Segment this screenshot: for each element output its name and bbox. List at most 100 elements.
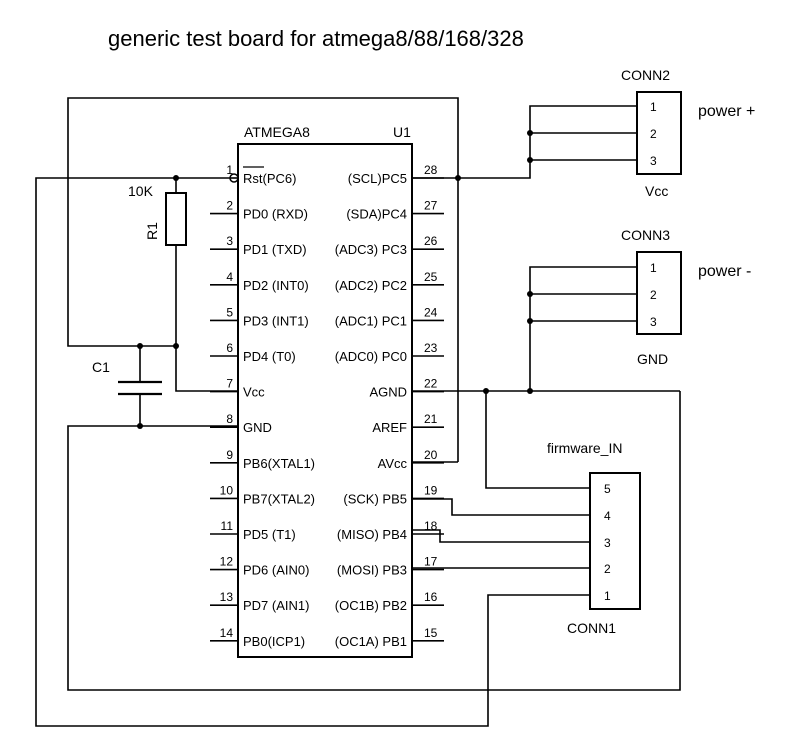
pin-number: 25 xyxy=(424,270,438,284)
pin-label: PB0(ICP1) xyxy=(243,634,305,649)
conn2-pin: 1 xyxy=(650,100,657,114)
pin-number: 6 xyxy=(226,341,233,355)
pin-number: 8 xyxy=(226,412,233,426)
chip-name: ATMEGA8 xyxy=(244,124,310,140)
conn2-ref: CONN2 xyxy=(621,67,670,83)
conn2-body xyxy=(636,91,682,175)
conn3-pin: 1 xyxy=(650,261,657,275)
wire-gnd-loop xyxy=(67,391,681,691)
pin-number: 23 xyxy=(424,341,438,355)
chip-pin-right: 17(MOSI) PB3 xyxy=(337,555,444,578)
pin-label: (ADC3) PC3 xyxy=(335,242,407,257)
pin-label: PB6(XTAL1) xyxy=(243,456,315,471)
chip-ref: U1 xyxy=(393,124,411,140)
capacitor-ref: C1 xyxy=(92,359,110,375)
junction-dot xyxy=(527,318,533,324)
pin-label: (SDA)PC4 xyxy=(346,207,407,222)
conn3-net-label: GND xyxy=(637,351,668,367)
chip-pin-right: 18 (MISO) PB4 xyxy=(337,519,444,542)
conn2-pin: 3 xyxy=(650,154,657,168)
chip-pin-right: 15 (OC1A) PB1 xyxy=(335,626,444,649)
pin-number: 17 xyxy=(424,555,438,569)
pin-number: 9 xyxy=(226,448,233,462)
resistor-value: 10K xyxy=(128,183,154,199)
pin-number: 20 xyxy=(424,448,438,462)
pin-number: 24 xyxy=(424,305,438,319)
pin-number: 14 xyxy=(220,626,234,640)
chip-pin-right: 19(SCK) PB5 xyxy=(343,483,444,506)
conn1-pin: 4 xyxy=(604,509,611,523)
conn3-body xyxy=(636,251,682,335)
pin-number: 19 xyxy=(424,483,438,497)
pin-number: 27 xyxy=(424,199,438,213)
pin-number: 15 xyxy=(424,626,438,640)
pin-label: AVcc xyxy=(378,456,408,471)
junction-dot xyxy=(527,291,533,297)
conn1-ref: CONN1 xyxy=(567,620,616,636)
wire-vcc-conn2 xyxy=(412,105,637,179)
junction-dot xyxy=(527,388,533,394)
pin-label: PD1 (TXD) xyxy=(243,242,307,257)
pin-label: PD6 (AIN0) xyxy=(243,563,309,578)
pin-number: 4 xyxy=(226,270,233,284)
chip-pin-right: 25(ADC2) PC2 xyxy=(335,270,444,293)
junction-dot xyxy=(173,343,179,349)
pin-number: 3 xyxy=(226,234,233,248)
conn1-pin: 3 xyxy=(604,536,611,550)
wire-miso xyxy=(412,529,590,543)
pin-label: PD3 (INT1) xyxy=(243,313,309,328)
diagram-title: generic test board for atmega8/88/168/32… xyxy=(108,26,524,51)
resistor-r1: 10K R1 xyxy=(128,183,187,246)
chip-pin-right: 26 (ADC3) PC3 xyxy=(335,234,444,257)
connector-conn2: CONN2 1 2 3 Vcc power + xyxy=(621,67,755,199)
junction-dot xyxy=(173,175,179,181)
power-minus-label: power - xyxy=(698,263,751,280)
conn1-name: firmware_IN xyxy=(547,440,622,456)
power-plus-label: power + xyxy=(698,103,755,120)
pin-label: (MISO) PB4 xyxy=(337,527,407,542)
junction-dot xyxy=(137,423,143,429)
junction-dot xyxy=(137,343,143,349)
conn2-net-label: Vcc xyxy=(645,183,668,199)
chip-pin-right: 23(ADC0) PC0 xyxy=(335,341,444,364)
chip-body xyxy=(237,143,413,658)
pin-number: 22 xyxy=(424,377,438,391)
junction-dots xyxy=(137,130,533,429)
junction-dot xyxy=(527,130,533,136)
pin-number: 7 xyxy=(226,377,233,391)
pin-label: (SCL)PC5 xyxy=(348,171,407,186)
wire-conn1-5 xyxy=(485,391,590,489)
pin-label: (OC1A) PB1 xyxy=(335,634,407,649)
resistor-ref: R1 xyxy=(144,222,160,240)
conn3-pin: 2 xyxy=(650,288,657,302)
conn1-pin: 1 xyxy=(604,589,611,603)
pin-number: 1 xyxy=(226,163,233,177)
junction-dot xyxy=(527,157,533,163)
pin-number: 16 xyxy=(424,590,438,604)
pin-number: 11 xyxy=(221,519,234,533)
conn3-ref: CONN3 xyxy=(621,227,670,243)
pin-label: PD0 (RXD) xyxy=(243,207,308,222)
pin-label: Rst(PC6) xyxy=(243,171,296,186)
conn1-pin: 2 xyxy=(604,562,611,576)
pin-label: PD5 (T1) xyxy=(243,527,296,542)
pin-label: GND xyxy=(243,420,272,435)
pin-number: 12 xyxy=(220,555,234,569)
pin-number: 18 xyxy=(424,519,438,533)
pin-number: 26 xyxy=(424,234,438,248)
pin-label: (OC1B) PB2 xyxy=(335,598,407,613)
